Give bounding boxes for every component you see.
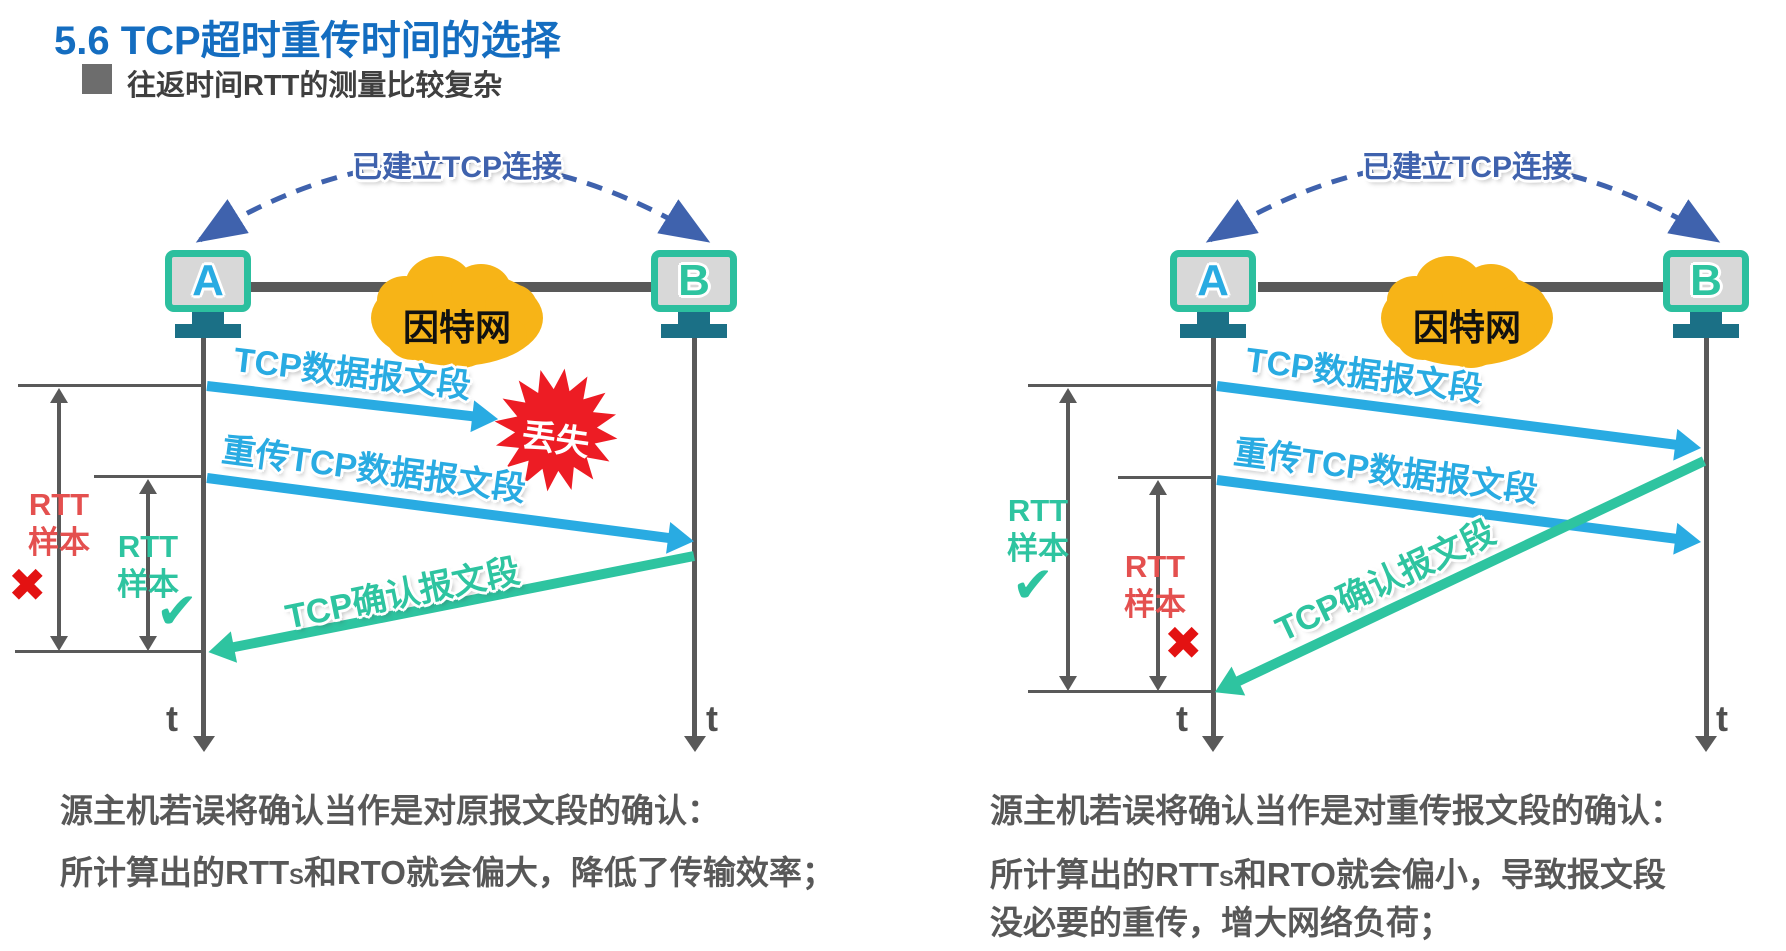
timeline-b-right [1704,337,1709,737]
monitor-stand-base [1180,324,1246,338]
rtt1-label-right: RTT 样本 [996,492,1080,568]
rtt1-arrow-shaft-left [57,401,61,637]
rtt2-arrow-bottom-right [1149,676,1167,691]
rtt1-label-line2: 样本 [1007,531,1069,566]
time-axis-label-b-right: t [1716,698,1728,739]
caption-line2-sub: S [289,864,304,889]
caption-line2-pre: 所计算出的RTT [990,856,1220,893]
timeline-a-arrowhead-right [1202,736,1224,752]
network-link-line-right [1258,282,1664,292]
internet-label-right: 因特网 [1412,307,1521,348]
monitor-stand-base [661,324,727,338]
monitor-stand-neck [192,311,224,324]
caption-line3-right: 没必要的重传，增大网络负荷； [990,904,1452,941]
host-b-monitor-right: B [1663,250,1749,312]
rtt1-label-line1: RTT [28,487,90,522]
check-icon: ✔ [156,583,198,639]
tick-ack-arrival-right [1028,690,1214,693]
monitor-stand-neck [1690,311,1722,324]
rtt1-label-left: RTT 样本 [17,486,101,562]
rtt1-label-line2: 样本 [28,525,90,560]
rtt1-arrow-bottom-left [50,636,68,651]
time-axis-label-a-right: t [1176,698,1188,739]
caption-line2-post: 和RTO就会偏小，导致报文段 [1233,856,1666,893]
monitor-stand-base [175,324,241,338]
tick-send-original-left [18,384,204,387]
rtt2-label-line1: RTT [1124,549,1186,584]
rtt2-arrow-shaft-left [146,492,150,637]
rtt2-arrow-shaft-right [1156,493,1160,677]
arrow-head [205,631,238,668]
host-b-monitor-left: B [651,250,737,312]
monitor-stand-base [1673,324,1739,338]
host-a-label-left: A [192,256,224,305]
internet-label-left: 因特网 [402,307,511,348]
label-tcp-ack-right: TCP确认报文段 [1269,513,1502,650]
host-b-label-left: B [678,256,710,305]
timeline-b-left [692,337,697,737]
rtt2-arrow-top-left [139,479,157,494]
rtt2-label-line1: RTT [117,529,179,564]
rtt2-label-line2: 样本 [1124,587,1186,622]
time-axis-label-a-left: t [166,698,178,739]
host-a-label-right: A [1197,256,1229,305]
monitor-stand-neck [1197,311,1229,324]
time-axis-label-b-left: t [706,698,718,739]
loss-label: 丢失 [519,416,592,464]
host-a-monitor-right: A [1170,250,1256,312]
rtt1-arrow-top-left [50,388,68,403]
cross-icon: ✖ [1164,617,1203,669]
rtt2-arrow-top-right [1149,480,1167,495]
caption-line2-post: 和RTO就会偏大，降低了传输效率； [303,854,835,891]
caption-line2-right: 所计算出的RTTS和RTO就会偏小，导致报文段 [990,848,1666,896]
caption-line2-sub: S [1219,866,1234,891]
timeline-a-right [1211,337,1216,737]
timeline-a-left [201,337,206,737]
timeline-b-arrowhead-left [684,736,706,752]
tick-ack-arrival-left [15,650,204,653]
tick-send-original-right [1028,384,1214,387]
rtt1-arrow-shaft-right [1066,401,1070,677]
tick-send-retransmit-left [94,475,204,478]
caption-line1-right: 源主机若误将确认当作是对重传报文段的确认： [990,792,1683,829]
caption-line2-left: 所计算出的RTTS和RTO就会偏大，降低了传输效率； [60,846,835,894]
host-b-label-right: B [1690,256,1722,305]
tick-send-retransmit-right [1118,476,1214,479]
rtt1-arrow-top-right [1059,388,1077,403]
network-link-line-left [248,282,654,292]
timeline-b-arrowhead-right [1695,736,1717,752]
tcp-connection-label-left: 已建立TCP连接 [352,151,562,184]
rtt1-arrow-bottom-right [1059,676,1077,691]
rtt1-label-line1: RTT [1007,493,1069,528]
cross-icon: ✖ [8,559,47,611]
arrow-head [1673,522,1704,558]
rtt2-label-left: RTT 样本 [106,528,190,604]
host-a-monitor-left: A [165,250,251,312]
caption-line1-left: 源主机若误将确认当作是对原报文段的确认： [60,792,720,829]
rtt2-label-line2: 样本 [117,567,179,602]
timeline-a-arrowhead-left [193,736,215,752]
bullet-square-icon [82,64,112,94]
rtt2-label-right: RTT 样本 [1113,548,1197,624]
caption-line2-pre: 所计算出的RTT [60,854,290,891]
monitor-stand-neck [678,311,710,324]
tcp-connection-label-right: 已建立TCP连接 [1362,151,1572,184]
rtt2-arrow-bottom-left [139,636,157,651]
label-tcp-ack-left: TCP确认报文段 [282,551,524,637]
page-title: 5.6 TCP超时重传时间的选择 [54,19,561,63]
check-icon: ✔ [1012,557,1054,613]
page-subtitle: 往返时间RTT的测量比较复杂 [127,70,503,102]
